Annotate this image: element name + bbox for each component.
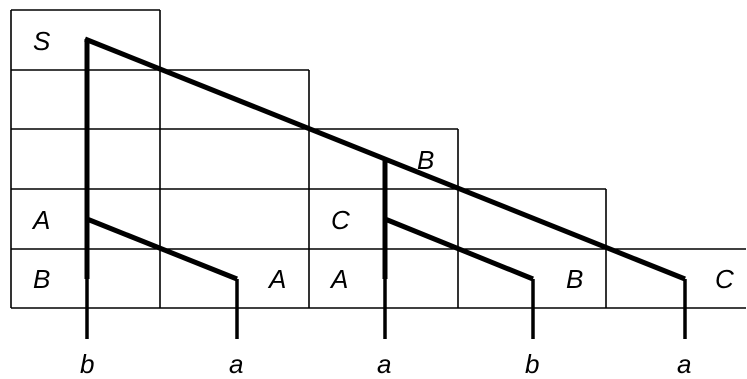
cell-label: A <box>33 205 51 235</box>
cell-label: B <box>417 145 435 175</box>
cell-label: A <box>331 264 349 294</box>
cell-label: B <box>33 264 51 294</box>
input-token: b <box>80 349 95 379</box>
cell-label: C <box>715 264 734 294</box>
input-token: a <box>229 349 244 379</box>
cell-label: A <box>269 264 287 294</box>
input-token: b <box>525 349 540 379</box>
tree-edge <box>86 216 238 282</box>
cell-label: B <box>566 264 584 294</box>
input-token: a <box>377 349 392 379</box>
cell-label: S <box>33 26 51 56</box>
cell-label: C <box>331 205 350 235</box>
tree-edge <box>384 216 534 282</box>
input-token: a <box>677 349 692 379</box>
